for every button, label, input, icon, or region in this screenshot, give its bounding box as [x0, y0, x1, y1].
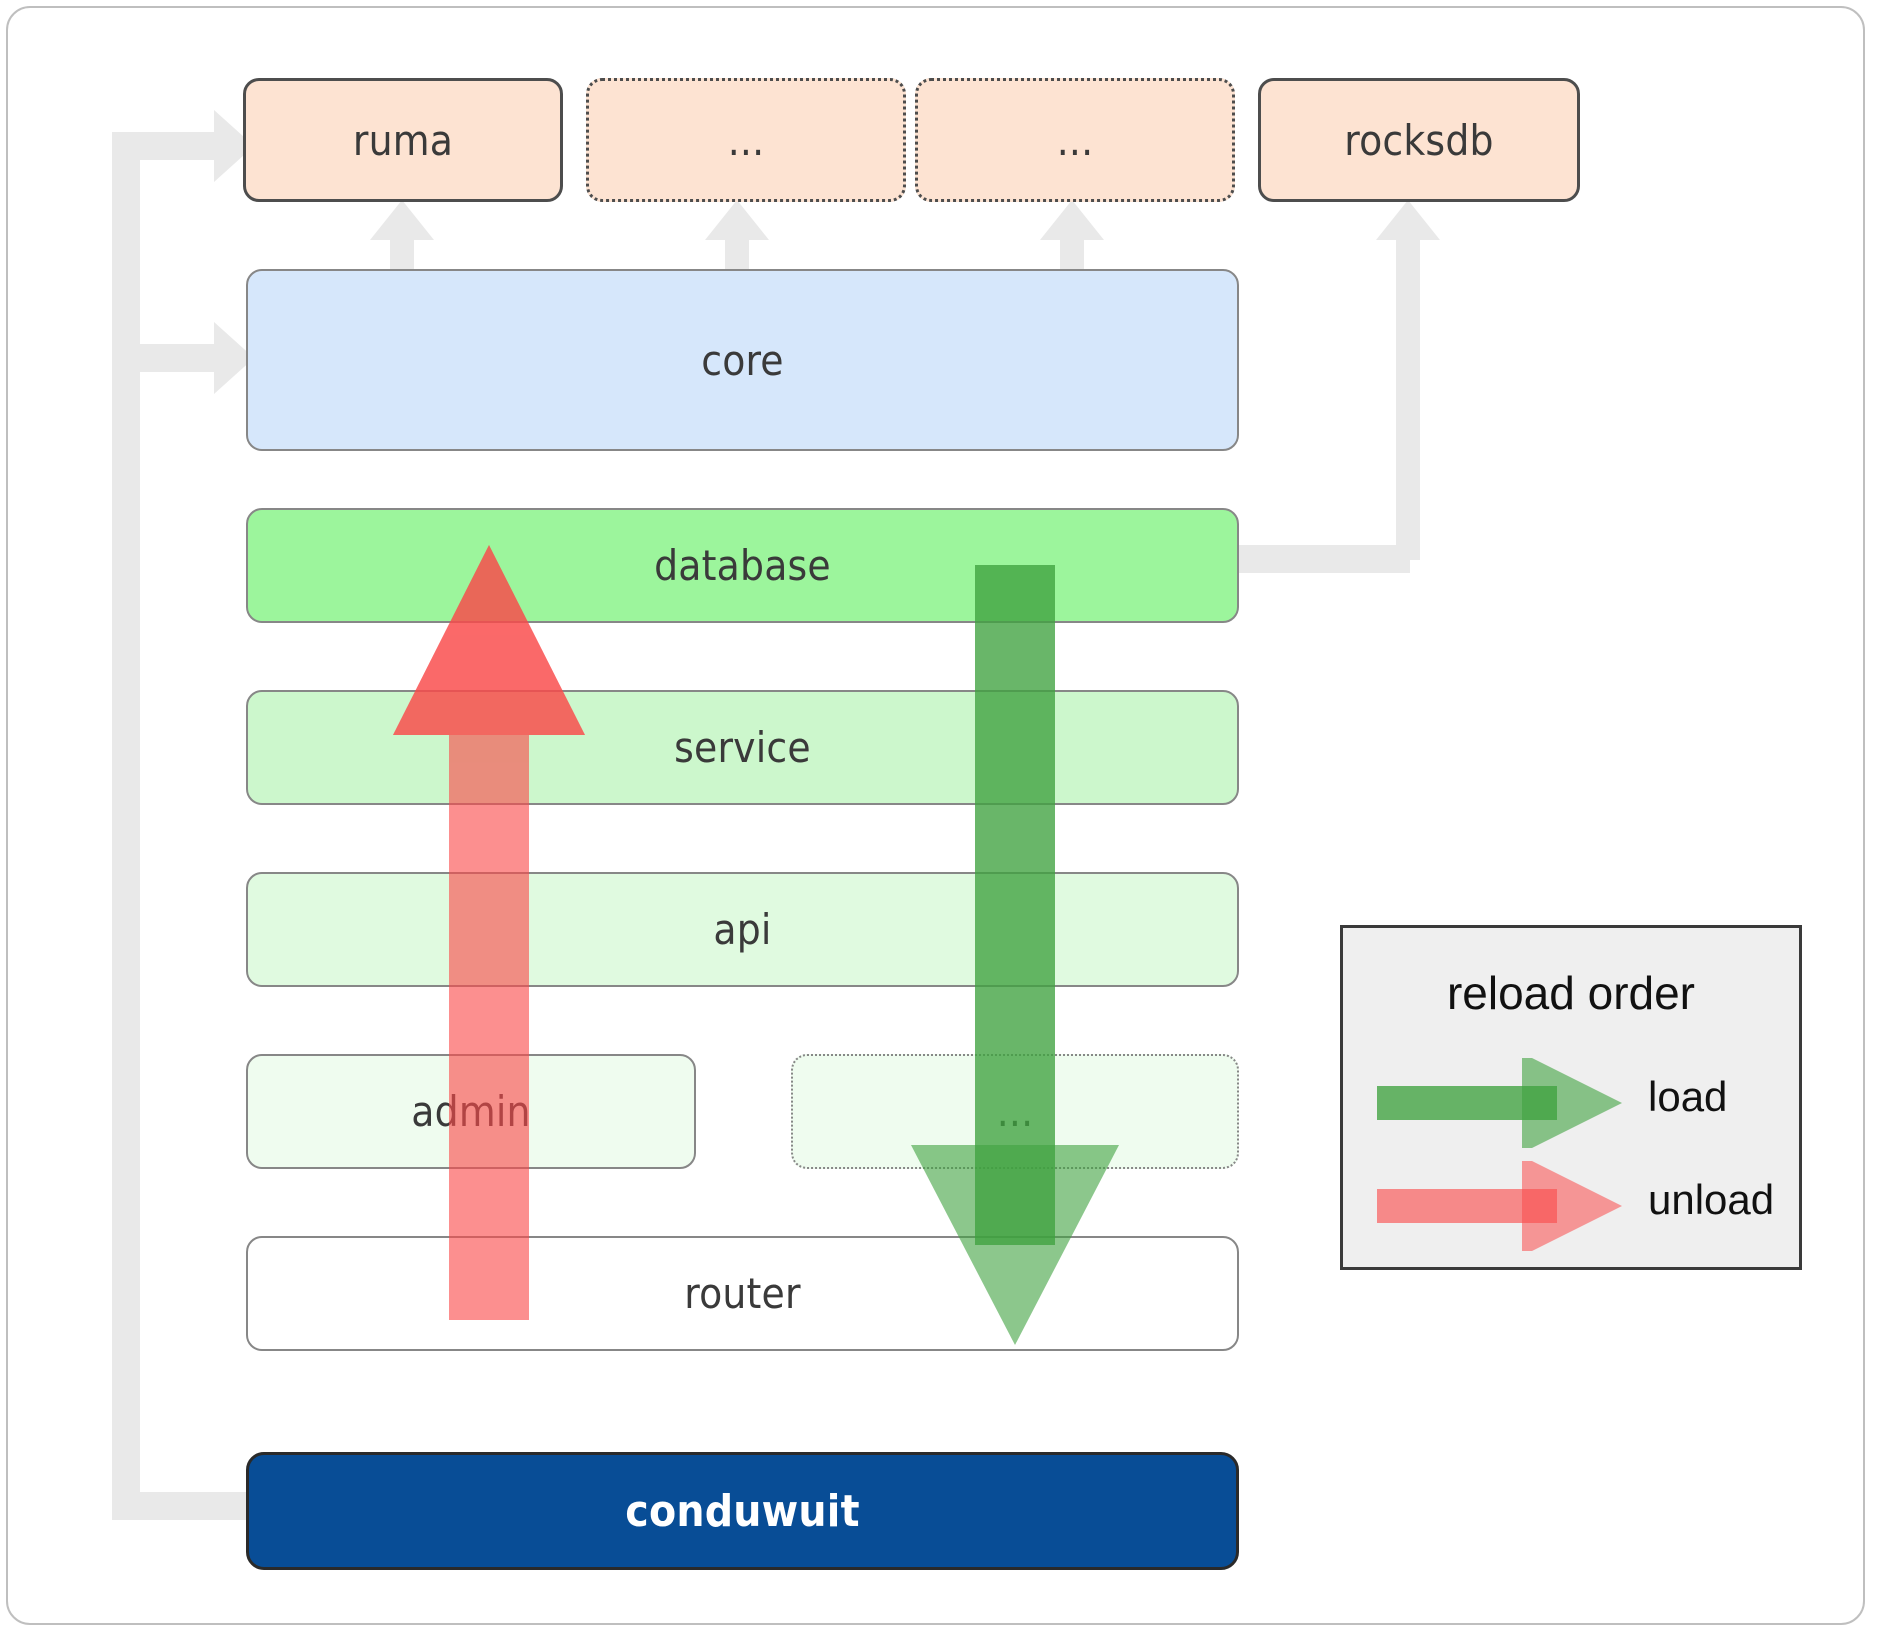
legend-unload-label: unload — [1648, 1176, 1775, 1223]
legend-panel: reload order load unload — [1340, 925, 1802, 1270]
connector-database-to-rocksdb-vertical — [1396, 230, 1420, 560]
layer-label: admin — [411, 1087, 531, 1136]
layer-box-placeholder[interactable]: ... — [791, 1054, 1239, 1169]
layer-label: api — [713, 905, 772, 954]
layer-box-admin[interactable]: admin — [246, 1054, 696, 1169]
layer-box-router[interactable]: router — [246, 1236, 1239, 1351]
connector-to-ruma — [112, 132, 222, 160]
connector-bottom-horizontal — [112, 1492, 252, 1520]
layer-box-core[interactable]: core — [246, 269, 1239, 451]
layer-label: database — [654, 541, 831, 590]
dependency-box-ruma[interactable]: ruma — [243, 78, 563, 202]
dependency-box-placeholder-1[interactable]: ... — [586, 78, 906, 202]
diagram-frame — [6, 6, 1865, 1625]
connector-core-to-ruma-arrowhead — [370, 200, 434, 240]
dependency-label: ... — [727, 115, 765, 165]
layer-label: core — [701, 335, 784, 385]
dependency-box-placeholder-2[interactable]: ... — [915, 78, 1235, 202]
connector-database-to-rocksdb-arrowhead — [1376, 200, 1440, 240]
application-label: conduwuit — [625, 1485, 860, 1537]
legend-title: reload order — [1446, 967, 1696, 1019]
connector-core-to-dots2-arrowhead — [1040, 200, 1104, 240]
connector-core-to-dots1-arrowhead — [705, 200, 769, 240]
dependency-label: ruma — [352, 115, 454, 165]
connector-left-spine — [112, 132, 140, 1520]
layer-label: service — [674, 723, 811, 772]
dependency-label: ... — [1056, 115, 1094, 165]
connector-database-to-rocksdb-horizontal — [1220, 545, 1410, 573]
dependency-label: rocksdb — [1344, 115, 1494, 165]
legend-load-arrow-icon — [1377, 1058, 1622, 1148]
legend-load-label: load — [1648, 1073, 1728, 1120]
layer-label: router — [684, 1269, 801, 1318]
layer-box-database[interactable]: database — [246, 508, 1239, 623]
application-box-conduwuit[interactable]: conduwuit — [246, 1452, 1239, 1570]
connector-to-core — [112, 344, 222, 372]
layer-label: ... — [996, 1087, 1034, 1136]
legend-unload-arrow-icon — [1377, 1161, 1622, 1251]
dependency-box-rocksdb[interactable]: rocksdb — [1258, 78, 1580, 202]
layer-box-api[interactable]: api — [246, 872, 1239, 987]
layer-box-service[interactable]: service — [246, 690, 1239, 805]
